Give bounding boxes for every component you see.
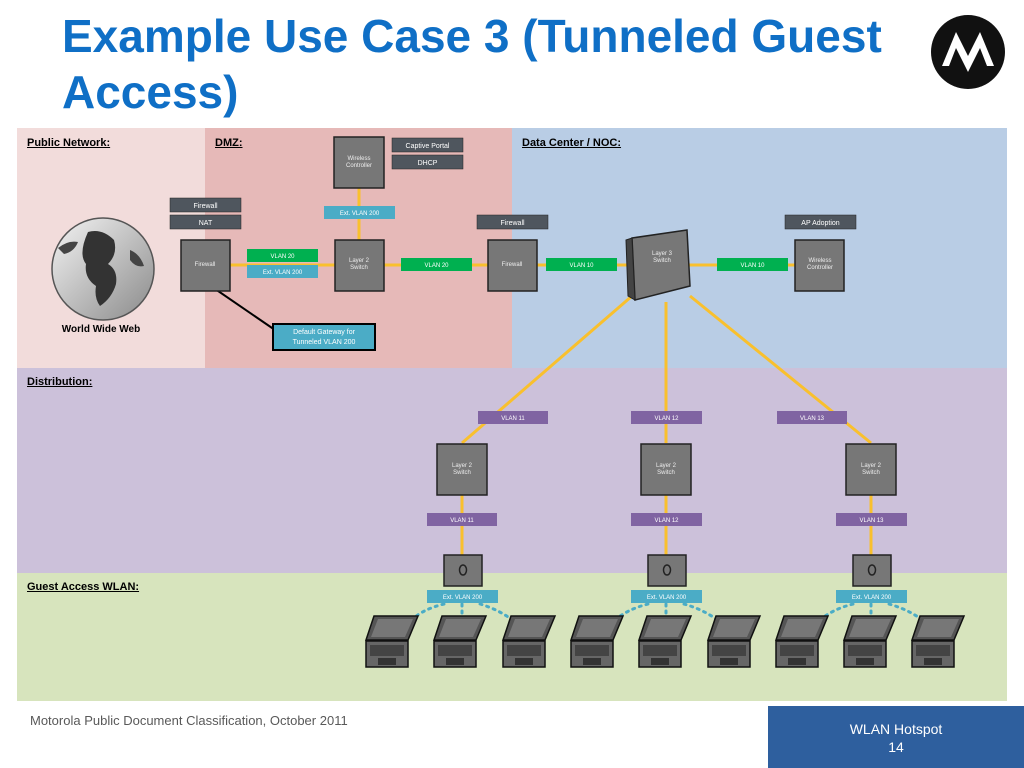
svg-text:Switch: Switch [862,470,880,476]
svg-text:VLAN 13: VLAN 13 [859,518,884,524]
firewall-public-device: Firewall [180,239,231,292]
wireless-controller-dmz-device: Wireless Controller [333,136,385,189]
tag-vlan20-b: VLAN 20 [401,258,472,271]
svg-text:DHCP: DHCP [418,160,438,167]
footer-page-number: 14 [888,739,904,755]
svg-text:AP Adoption: AP Adoption [801,220,840,227]
svg-text:VLAN 10: VLAN 10 [740,263,765,269]
svg-text:Ext. VLAN 200: Ext. VLAN 200 [647,595,687,601]
wireless-controller-datacenter-device: Wireless Controller [794,239,845,292]
world-wide-web-label: World Wide Web [62,324,140,335]
svg-text:Default Gateway for: Default Gateway for [293,329,356,336]
svg-text:Layer 2: Layer 2 [452,463,473,469]
l2-switch-dist-2-device: Layer 2 Switch [640,443,692,496]
globe-icon [51,217,155,321]
tag-vlan12-up: VLAN 12 [631,411,702,424]
laptop-icon [637,615,693,668]
access-point-1-icon [443,554,483,587]
laptop-icon [706,615,762,668]
svg-text:VLAN 12: VLAN 12 [654,518,679,524]
svg-text:Ext. VLAN 200: Ext. VLAN 200 [263,270,303,276]
svg-text:Controller: Controller [346,163,372,169]
dmz-label: DMZ: [215,137,243,149]
svg-text:Controller: Controller [807,265,833,271]
svg-text:VLAN 11: VLAN 11 [450,518,474,524]
svg-text:Ext. VLAN 200: Ext. VLAN 200 [340,211,380,217]
svg-text:VLAN 20: VLAN 20 [270,254,295,260]
svg-text:Ext. VLAN 200: Ext. VLAN 200 [443,595,483,601]
laptop-icon [432,615,488,668]
l2-switch-dmz-device: Layer 2 Switch [334,239,385,292]
svg-text:Layer 2: Layer 2 [861,463,882,469]
slide-title: Example Use Case 3 (Tunneled Guest Acces… [62,10,882,118]
footer-box: WLAN Hotspot 14 [768,706,1024,768]
tag-nat: NAT [169,214,242,230]
default-gateway-callout: Default Gateway for Tunneled VLAN 200 [272,323,376,351]
svg-text:VLAN 12: VLAN 12 [654,416,679,422]
svg-text:Captive Portal: Captive Portal [406,143,450,150]
svg-text:Layer 2: Layer 2 [656,463,677,469]
tag-ext-vlan200-ap3: Ext. VLAN 200 [836,590,907,603]
footer-title: WLAN Hotspot [849,721,943,737]
access-point-2-icon [647,554,687,587]
datacenter-label: Data Center / NOC: [522,137,622,149]
tag-dhcp: DHCP [391,154,464,170]
tag-vlan13-up: VLAN 13 [777,411,847,424]
svg-text:Ext. VLAN 200: Ext. VLAN 200 [852,595,892,601]
svg-text:Firewall: Firewall [193,203,218,210]
distribution-zone [17,368,1007,573]
tag-captive-portal: Captive Portal [391,137,464,153]
links [230,188,873,555]
svg-text:Wireless: Wireless [347,156,370,162]
svg-text:Switch: Switch [350,265,368,271]
tag-ext-vlan200-dmz: Ext. VLAN 200 [324,206,395,219]
l3-switch-device: Layer 3 Switch [625,229,691,301]
svg-text:Switch: Switch [653,258,671,264]
tag-vlan11-up: VLAN 11 [478,411,548,424]
distribution-label: Distribution: [27,376,93,388]
laptop-icon [364,615,420,668]
laptops [364,615,966,668]
svg-text:Layer 2: Layer 2 [349,258,370,264]
svg-text:Firewall: Firewall [500,220,525,227]
laptop-icon [910,615,966,668]
svg-text:Layer 3: Layer 3 [652,251,673,257]
svg-text:VLAN 10: VLAN 10 [569,263,594,269]
tag-firewall-1: Firewall [169,197,242,213]
l2-switch-dist-1-device: Layer 2 Switch [436,443,488,496]
svg-text:Wireless: Wireless [808,258,831,264]
tag-vlan20-a: VLAN 20 [247,249,318,262]
svg-text:Tunneled VLAN 200: Tunneled VLAN 200 [293,339,356,346]
svg-text:Firewall: Firewall [502,262,523,268]
svg-text:Switch: Switch [453,470,471,476]
tag-vlan10-b: VLAN 10 [717,258,788,271]
tag-ap-adoption: AP Adoption [784,214,857,230]
svg-text:VLAN 20: VLAN 20 [424,263,449,269]
public-network-label: Public Network: [27,137,111,149]
motorola-logo [931,15,1005,89]
access-point-3-icon [852,554,892,587]
svg-text:Switch: Switch [657,470,675,476]
tag-ext-vlan200-link: Ext. VLAN 200 [247,265,318,278]
tag-vlan10-a: VLAN 10 [546,258,617,271]
svg-text:NAT: NAT [199,220,213,227]
tag-firewall-2: Firewall [476,214,549,230]
svg-text:Firewall: Firewall [195,262,216,268]
tag-vlan12-down: VLAN 12 [631,513,702,526]
footer-classification: Motorola Public Document Classification,… [30,713,348,728]
svg-text:VLAN 11: VLAN 11 [501,416,525,422]
laptop-icon [774,615,830,668]
tag-vlan11-down: VLAN 11 [427,513,497,526]
l2-switch-dist-3-device: Layer 2 Switch [845,443,897,496]
guest-access-label: Guest Access WLAN: [27,581,140,593]
laptop-icon [569,615,625,668]
tag-ext-vlan200-ap1: Ext. VLAN 200 [427,590,498,603]
tag-vlan13-down: VLAN 13 [836,513,907,526]
firewall-datacenter-device: Firewall [487,239,538,292]
laptop-icon [842,615,898,668]
tag-ext-vlan200-ap2: Ext. VLAN 200 [631,590,702,603]
laptop-icon [501,615,557,668]
svg-text:VLAN 13: VLAN 13 [800,416,825,422]
